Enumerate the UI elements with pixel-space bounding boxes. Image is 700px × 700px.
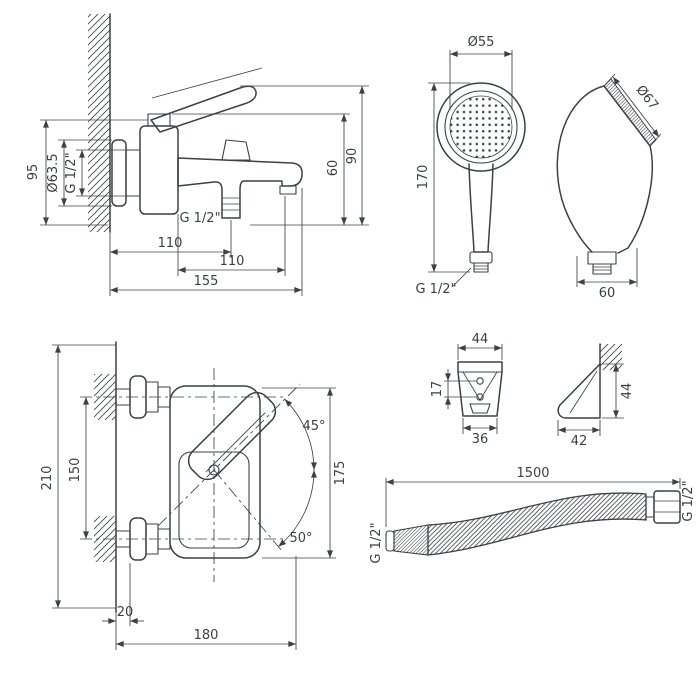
- spray-face: [449, 95, 513, 159]
- mixer-body-side: [111, 67, 303, 219]
- dim-hose-thread-right: G 1/2": [681, 480, 696, 521]
- dim-outlet-thread: G 1/2": [179, 211, 220, 226]
- dim-face-diameter-55: Ø55: [468, 35, 495, 50]
- dim-height-95: 95: [26, 164, 41, 181]
- hose-view: 1500 G 1/2" G 1/2": [369, 466, 696, 564]
- dim-head-thread: G 1/2": [415, 282, 456, 297]
- faucet-side-view: 95 Ø63.5 G 1/2" 60 90 G 1/2" 110 110: [26, 13, 369, 296]
- hose-left-tip: [385, 530, 395, 552]
- head-inner-curve: [556, 85, 605, 253]
- faucet-side-dimensions: 95 Ø63.5 G 1/2" 60 90 G 1/2" 110 110: [26, 85, 369, 296]
- faucet-front-dimensions: 210 150 175 20 180: [40, 344, 348, 650]
- side-connector: [587, 251, 617, 265]
- head-outer-curve: [617, 145, 653, 254]
- hose-dimensions: 1500 G 1/2" G 1/2": [369, 466, 696, 564]
- bracket-front-view: 44 17 36: [430, 332, 503, 447]
- bracket-side-dimensions: 44 42: [557, 363, 635, 449]
- dim-handle-height-90: 90: [345, 148, 360, 165]
- dim-bracket-bottom-36: 36: [472, 432, 489, 447]
- dim-body-to-spout-110: 110: [220, 254, 245, 269]
- dim-hose-length-1500: 1500: [516, 466, 549, 481]
- mixer-body-front: [169, 385, 261, 559]
- hose-left-cone: [393, 524, 429, 556]
- angle-arcs: 45° 50°: [278, 398, 326, 547]
- hose-right-collar: [645, 496, 655, 518]
- wall-section-front: [94, 341, 117, 613]
- bracket-hole-bottom: [476, 393, 484, 401]
- centerlines: [80, 368, 301, 582]
- outlet-thread-lines: [222, 197, 240, 211]
- dim-bracket-width-44: 44: [472, 332, 489, 347]
- dim-body-height-60: 60: [326, 160, 341, 177]
- shower-head-front-dimensions: Ø55 170 G 1/2": [415, 35, 513, 297]
- dim-side-depth-60: 60: [599, 286, 616, 301]
- dim-total-depth-155: 155: [194, 274, 219, 289]
- dim-body-height-175: 175: [333, 461, 348, 486]
- dim-wall-to-outlet-110: 110: [158, 236, 183, 251]
- dim-flange-diameter: Ø63.5: [46, 153, 61, 192]
- handle-connector: [469, 251, 493, 264]
- spout-side: [177, 157, 303, 219]
- faucet-front-view: 45° 50° 210 150 175 20 180: [40, 341, 348, 650]
- bracket-front-dimensions: 44 17 36: [430, 332, 503, 447]
- dim-angle-45: 45°: [302, 419, 325, 434]
- head-handle: [468, 163, 494, 253]
- handle-lever-side: [150, 85, 257, 133]
- head-inner-rim: [444, 90, 518, 164]
- diverter-knob: [221, 139, 251, 161]
- dim-hose-thread-left: G 1/2": [369, 522, 384, 563]
- bracket-side-view: 44 42: [557, 343, 635, 449]
- hose-body: [427, 492, 647, 556]
- shower-head-side-dimensions: Ø67 60: [576, 73, 662, 301]
- dim-bracket-height-44: 44: [620, 383, 635, 400]
- dim-width-180: 180: [194, 628, 219, 643]
- handle-extension-line: [151, 67, 263, 99]
- dim-bracket-depth-42: 42: [571, 434, 588, 449]
- bracket-hole-top: [476, 377, 484, 385]
- dim-inlet-spacing-150: 150: [68, 458, 83, 483]
- shower-head-side-view: Ø67 60: [556, 73, 662, 301]
- dim-wall-offset-20: 20: [117, 605, 134, 620]
- handle-front: [187, 391, 277, 481]
- dim-hole-spacing-17: 17: [430, 381, 445, 398]
- dim-angle-50: 50°: [289, 531, 312, 546]
- shower-head-front-view: Ø55 170 G 1/2": [415, 35, 526, 297]
- aerator: [279, 185, 297, 195]
- hose-right-nut: [653, 490, 681, 524]
- dim-wall-thread: G 1/2": [64, 152, 79, 193]
- wall-section-side: [88, 13, 111, 233]
- dim-height-210: 210: [40, 466, 55, 491]
- dim-head-length-170: 170: [416, 165, 431, 190]
- head-outer-rim: [436, 82, 526, 172]
